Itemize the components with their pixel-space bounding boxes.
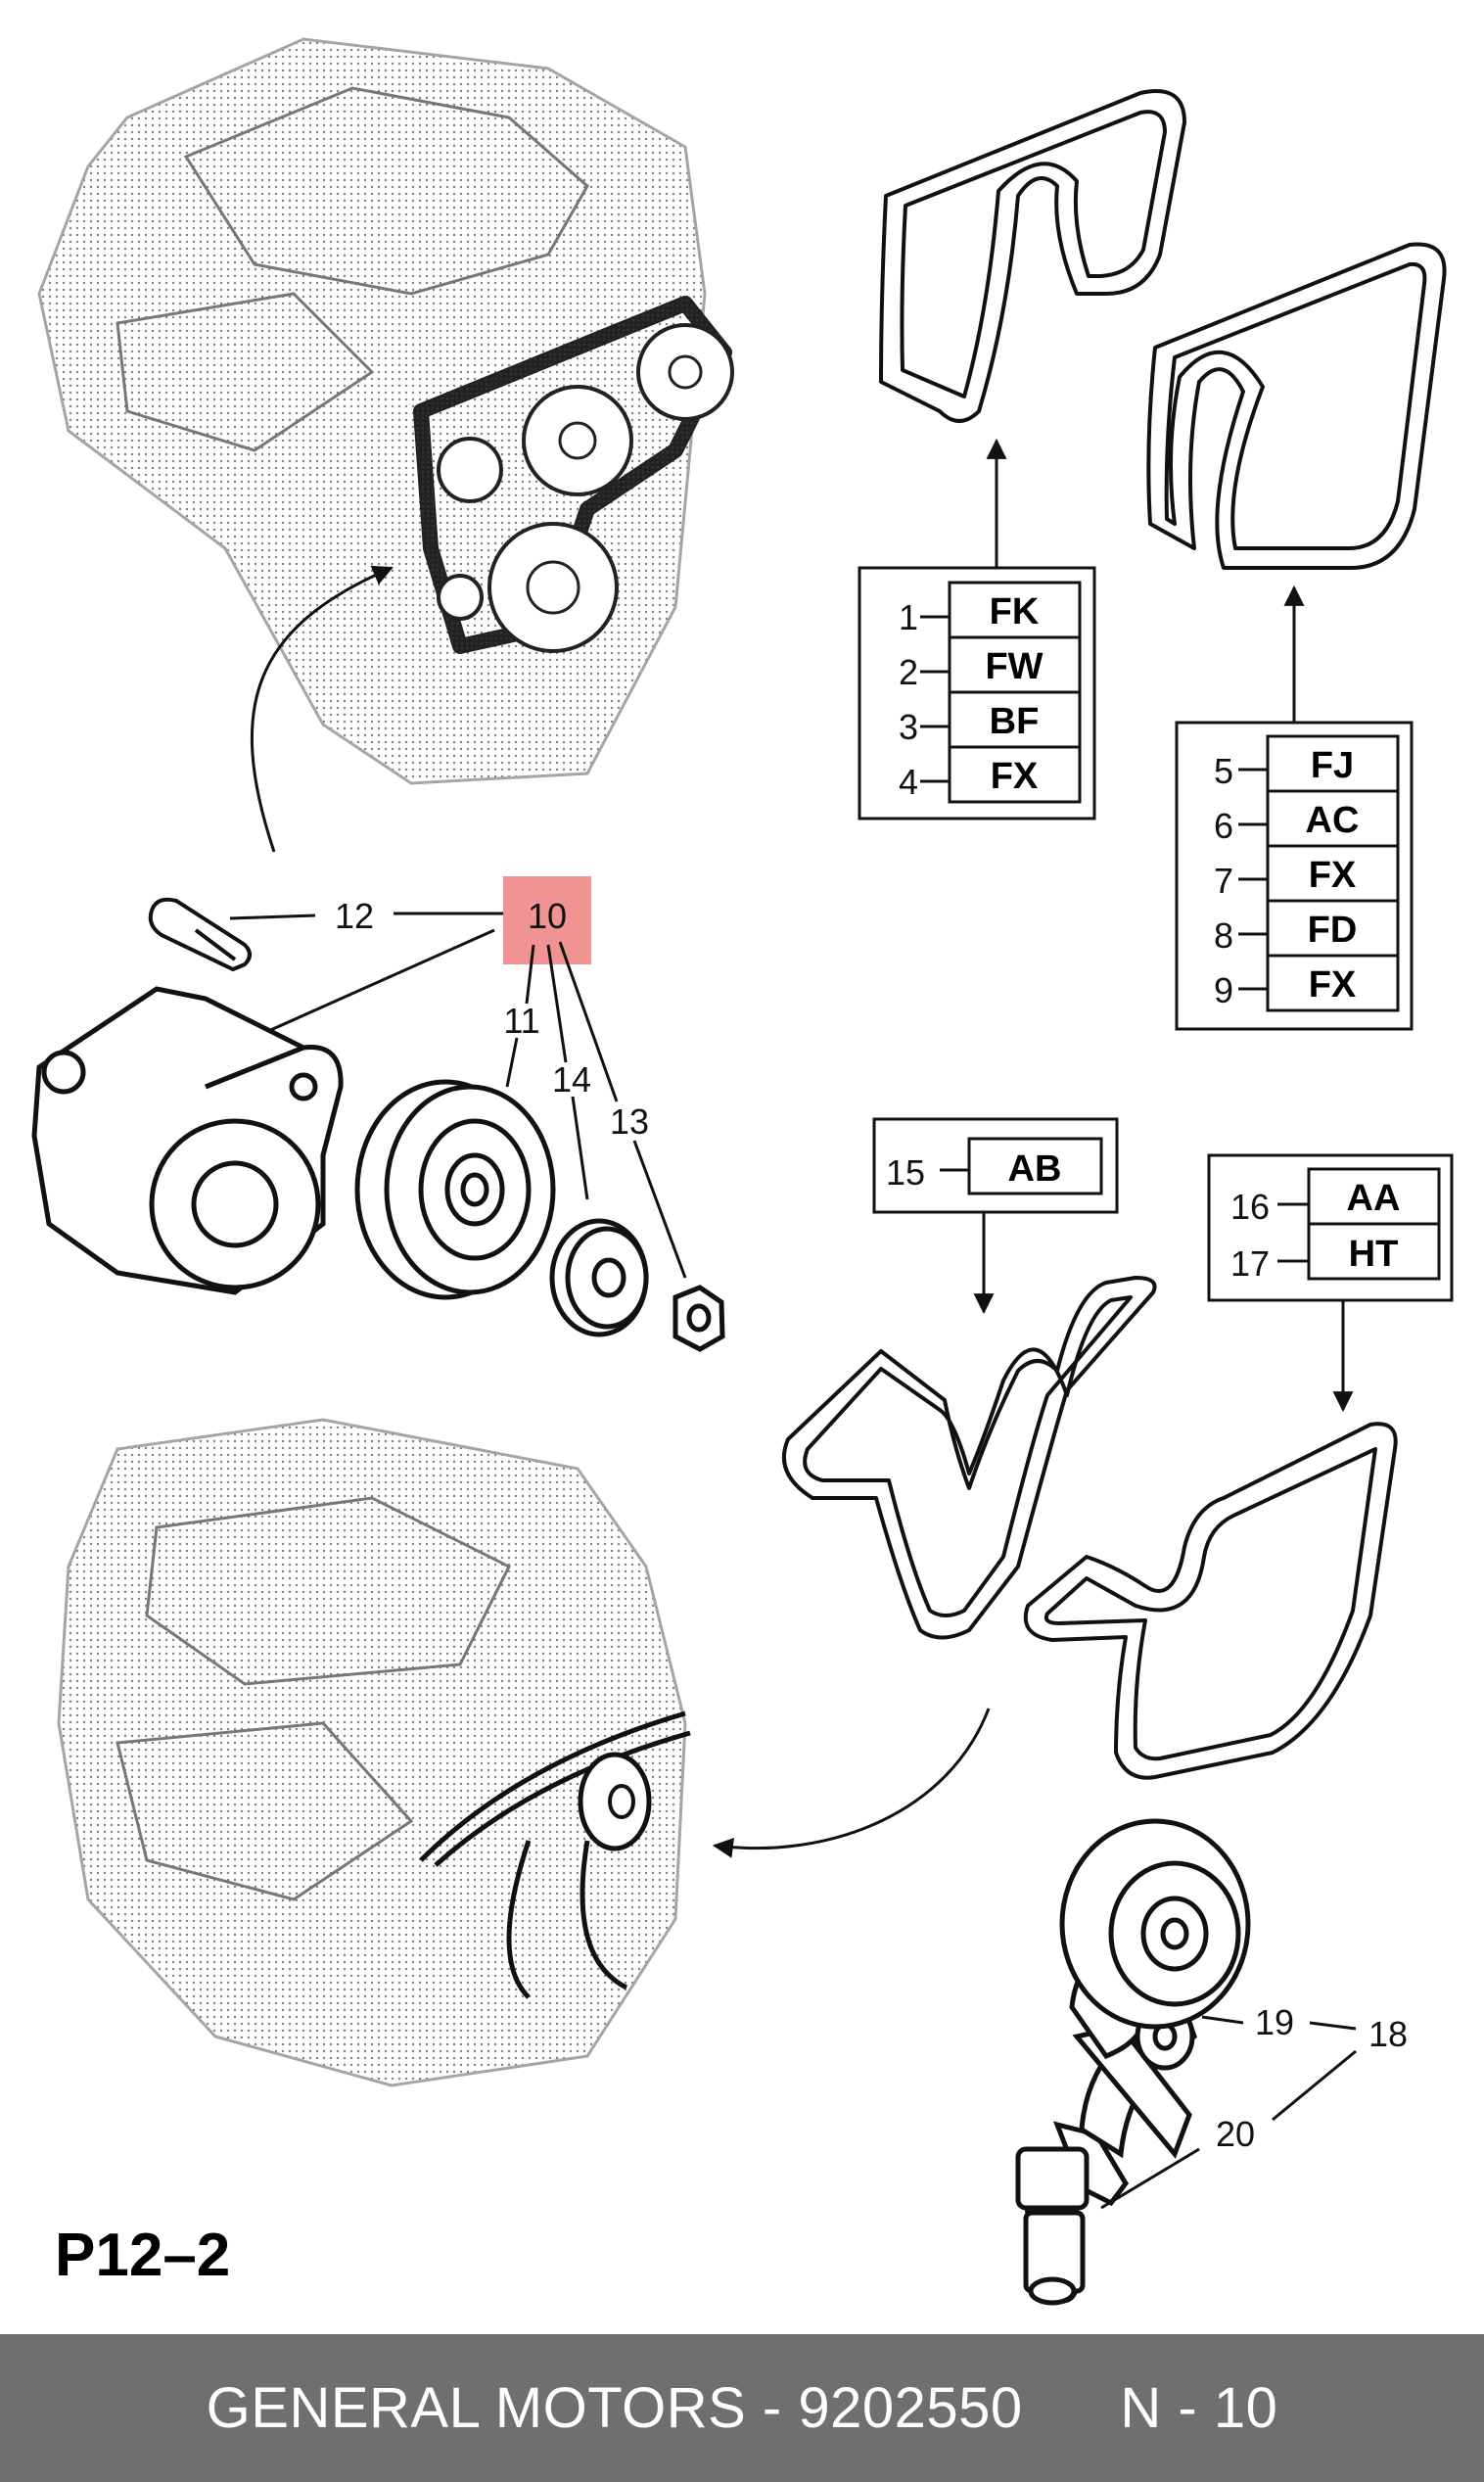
belt-2 bbox=[1146, 242, 1447, 570]
box-b-num-6: 6 bbox=[1214, 806, 1233, 846]
box-a-code-3: BF bbox=[990, 701, 1040, 742]
box-a-code-1: FK bbox=[990, 591, 1040, 632]
code-box-c: 15 AB bbox=[872, 1117, 1119, 1214]
arrow-to-upper-engine bbox=[250, 565, 394, 853]
box-c-num-15: 15 bbox=[886, 1152, 925, 1193]
box-b-num-9: 9 bbox=[1214, 970, 1233, 1010]
box-a-code-2: FW bbox=[985, 646, 1043, 687]
bolt-12 bbox=[148, 897, 252, 972]
box-b-code-5: FJ bbox=[1311, 745, 1354, 786]
callout-12: 12 bbox=[335, 896, 374, 936]
callout-13: 13 bbox=[610, 1101, 649, 1142]
footer-space bbox=[782, 2375, 799, 2441]
lower-engine-illustration bbox=[57, 1418, 691, 2087]
callout-19: 19 bbox=[1255, 2002, 1294, 2042]
box-b-code-8: FD bbox=[1308, 910, 1358, 951]
footer-bar: GENERAL MOTORS - 9202550 N - 10 bbox=[0, 2334, 1484, 2482]
belt-1 bbox=[879, 89, 1186, 423]
box-a-code-4: FX bbox=[991, 756, 1039, 797]
box-a-num-3: 3 bbox=[899, 707, 918, 747]
footer-part-number: 9202550 bbox=[798, 2376, 1023, 2440]
footer-brand: GENERAL MOTORS bbox=[206, 2376, 747, 2440]
callout-11: 11 bbox=[503, 1001, 539, 1041]
nut-13 bbox=[672, 1285, 725, 1352]
box-b-code-6: AC bbox=[1306, 800, 1360, 841]
callout-10-highlight bbox=[503, 876, 591, 964]
code-box-b: 5 6 7 8 9 FJ AC FX FD FX bbox=[1175, 721, 1414, 1031]
tensioner-assembly-18-20 bbox=[1015, 1818, 1251, 2306]
lower-callout-leaders bbox=[1100, 2015, 1357, 2210]
box-b-code-7: FX bbox=[1309, 855, 1357, 896]
tensioner-10 bbox=[31, 986, 344, 1295]
belt-3 bbox=[782, 1276, 1157, 1640]
box-a-num-2: 2 bbox=[899, 652, 918, 692]
box-a-num-4: 4 bbox=[899, 762, 918, 802]
footer-position-number: 10 bbox=[1213, 2376, 1278, 2440]
footer-space-2 bbox=[1162, 2375, 1179, 2441]
footer-separator-2: - bbox=[1178, 2376, 1198, 2440]
box-d-num-17: 17 bbox=[1230, 1243, 1270, 1284]
footer-sep-1 bbox=[746, 2375, 763, 2441]
box-b-num-8: 8 bbox=[1214, 915, 1233, 956]
arrow-to-lower-engine bbox=[712, 1708, 991, 1858]
footer-separator-1: - bbox=[762, 2376, 782, 2440]
box-d-code-17: HT bbox=[1349, 1234, 1399, 1275]
footer-space-3 bbox=[1197, 2375, 1214, 2441]
box-a-num-1: 1 bbox=[899, 597, 918, 637]
code-box-d: 16 17 AA HT bbox=[1207, 1153, 1454, 1302]
code-box-a: 1 2 3 4 FK FW BF FX bbox=[858, 566, 1096, 820]
callout-10: 10 bbox=[528, 896, 567, 936]
belt-4 bbox=[1023, 1422, 1398, 1780]
page-reference: P12–2 bbox=[55, 2222, 231, 2289]
box-b-code-9: FX bbox=[1309, 964, 1357, 1006]
callout-18: 18 bbox=[1368, 2014, 1408, 2054]
callout-14: 14 bbox=[552, 1059, 591, 1100]
footer-gap bbox=[1023, 2375, 1121, 2441]
box-c-code-15: AB bbox=[1008, 1148, 1062, 1190]
box-d-num-16: 16 bbox=[1230, 1187, 1270, 1227]
pulley-11 bbox=[354, 1079, 556, 1300]
washer-14 bbox=[549, 1218, 649, 1337]
box-b-num-5: 5 bbox=[1214, 751, 1233, 791]
upper-engine-illustration bbox=[37, 37, 734, 785]
box-d-code-16: AA bbox=[1347, 1178, 1401, 1219]
callout-20: 20 bbox=[1216, 2114, 1255, 2154]
footer-position-prefix: N bbox=[1120, 2376, 1162, 2440]
box-b-num-7: 7 bbox=[1214, 861, 1233, 901]
